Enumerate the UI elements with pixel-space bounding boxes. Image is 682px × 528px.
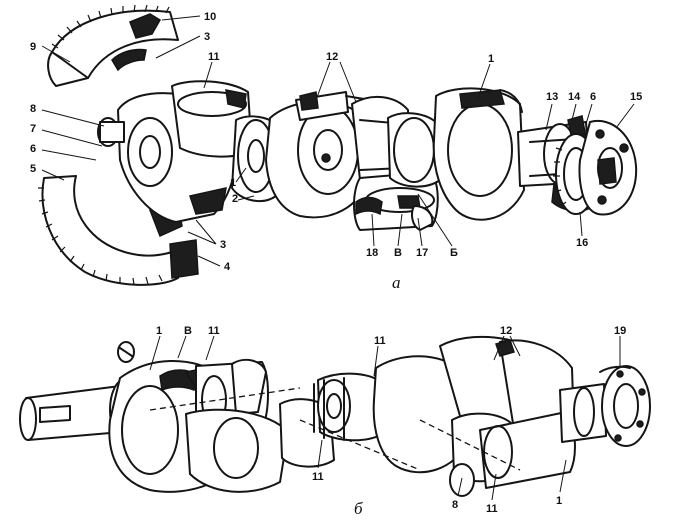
label-5: 5 <box>30 163 36 175</box>
label-15: 15 <box>630 91 642 103</box>
label-16: 16 <box>576 237 588 249</box>
rear-counterweight <box>432 87 525 221</box>
label-v-b: В <box>184 325 192 337</box>
flywheel-ring-upper <box>47 4 179 87</box>
labels-b: 1 В 11 11 12 19 11 8 11 1 б <box>156 325 626 518</box>
label-4: 4 <box>224 261 231 273</box>
label-11-b-top: 11 <box>208 325 220 337</box>
rear-journal-b <box>559 383 607 443</box>
label-1-b-right: 1 <box>556 495 562 507</box>
label-6-right: 6 <box>590 91 596 103</box>
exploded-crankshaft-view <box>38 4 638 286</box>
label-b-cyr: Б <box>450 247 458 259</box>
crank-web-middle <box>265 91 373 219</box>
label-18: 18 <box>366 247 378 259</box>
label-11-a: 11 <box>208 51 220 63</box>
leaders-b <box>149 335 621 501</box>
label-13: 13 <box>546 91 558 103</box>
label-3-bottom: 3 <box>220 239 226 251</box>
center-journal <box>387 112 441 188</box>
label-11-b-bottom: 11 <box>486 503 498 515</box>
front-pulley <box>97 117 125 147</box>
label-8: 8 <box>30 103 36 115</box>
label-1-b-left: 1 <box>156 325 162 337</box>
label-12-a: 12 <box>326 51 338 63</box>
label-6-left: 6 <box>30 143 36 155</box>
rear-flange <box>578 119 638 216</box>
label-12-b: 12 <box>500 325 512 337</box>
leaders-a <box>41 15 635 267</box>
label-9: 9 <box>30 41 36 53</box>
oil-plug <box>117 341 135 363</box>
label-v: В <box>394 247 402 259</box>
rear-crank-pin <box>299 411 576 497</box>
label-14: 14 <box>568 91 581 103</box>
label-8-b: 8 <box>452 499 458 511</box>
label-17: 17 <box>416 247 428 259</box>
assembled-crankshaft-view <box>19 335 651 501</box>
label-1-top: 1 <box>488 53 494 65</box>
rear-flange-b <box>599 365 651 447</box>
labels-a: 10 3 9 11 12 1 8 7 6 5 2 1 3 4 18 В 17 Б… <box>30 11 642 292</box>
caption-b: б <box>354 499 363 518</box>
label-11-b-mid: 11 <box>374 335 386 347</box>
label-11-b-low: 11 <box>312 471 324 483</box>
label-1-mid: 1 <box>230 177 236 189</box>
label-3-top: 3 <box>204 31 210 43</box>
main-journal-middle <box>279 372 387 468</box>
web-front-b <box>185 408 289 493</box>
label-7: 7 <box>30 123 36 135</box>
label-10: 10 <box>204 11 216 23</box>
caption-a: а <box>392 273 401 292</box>
label-19: 19 <box>614 325 626 337</box>
label-2: 2 <box>232 193 238 205</box>
